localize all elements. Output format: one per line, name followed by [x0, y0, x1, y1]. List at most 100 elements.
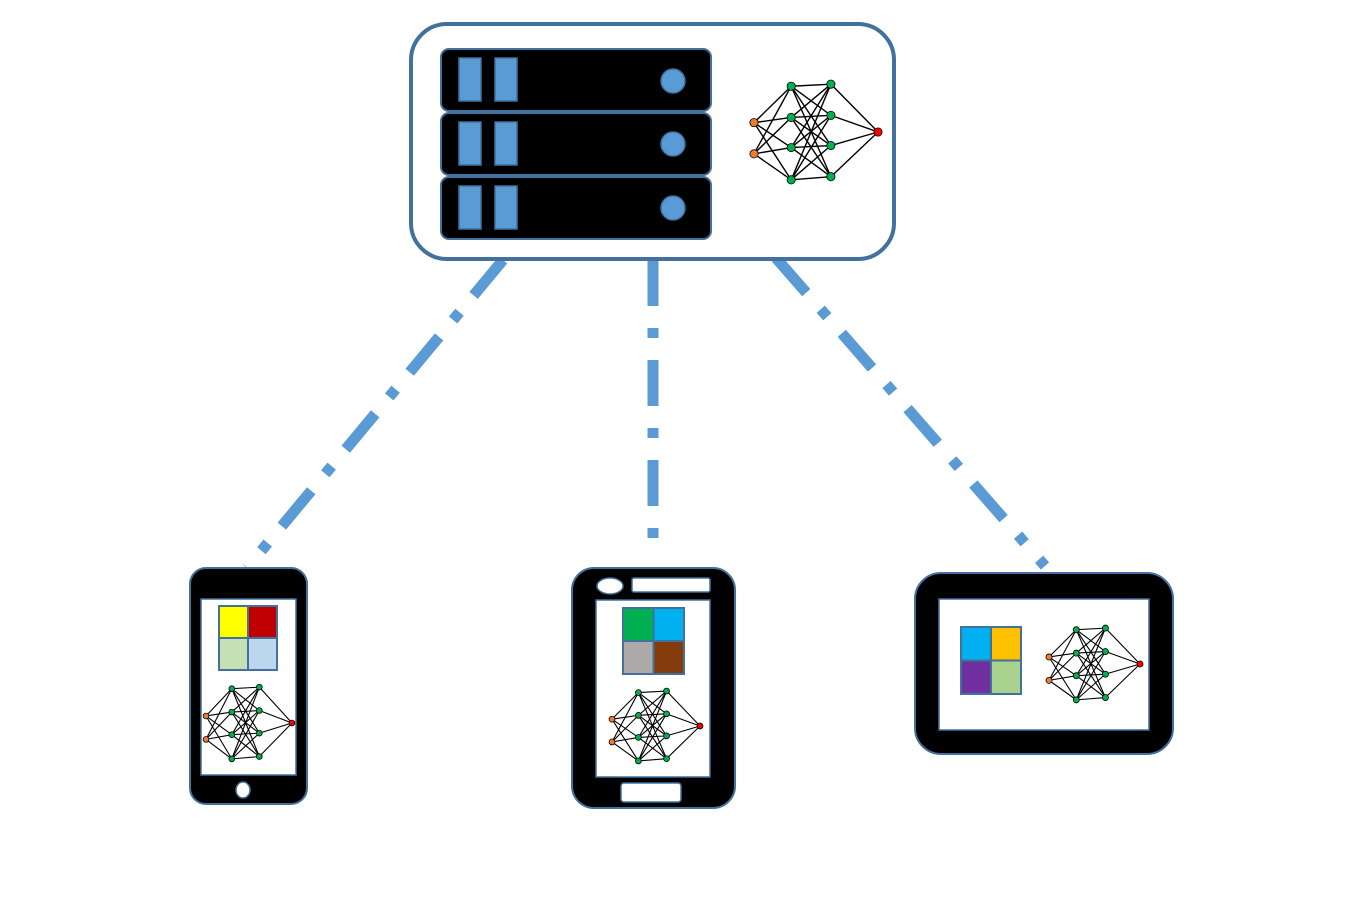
nn-hidden-node	[228, 755, 236, 763]
nn-edge	[611, 692, 639, 743]
nn-hidden-node	[228, 685, 236, 692]
nn-edge	[1105, 651, 1141, 665]
nn-edge	[666, 713, 701, 727]
nn-input-node	[608, 738, 616, 746]
nn-edge	[205, 711, 233, 740]
nn-hidden-node	[1072, 649, 1080, 657]
nn-edge	[1075, 651, 1106, 701]
nn-hidden-node	[635, 734, 642, 741]
nn-edge	[1076, 627, 1106, 631]
nn-hidden-node	[228, 731, 236, 738]
nn-edge	[753, 85, 792, 124]
nn-edge	[790, 114, 832, 181]
nn-input-node	[1045, 676, 1053, 684]
neural-network-icon	[202, 683, 296, 763]
nn-edge	[791, 176, 831, 181]
nn-input-node	[202, 736, 210, 743]
nn-hidden-node	[786, 112, 796, 122]
nn-edge	[231, 755, 260, 760]
nn-hidden-node	[786, 175, 796, 185]
nn-edge	[259, 710, 293, 724]
nn-hidden-node	[228, 708, 236, 716]
nn-hidden-node	[256, 707, 263, 714]
nn-hidden-node	[826, 79, 836, 89]
nn-hidden-node	[1072, 696, 1080, 704]
nn-hidden-node	[1072, 672, 1080, 680]
nn-edge	[790, 83, 832, 181]
nn-edge	[258, 686, 293, 724]
nn-hidden-node	[826, 110, 836, 120]
camera-dot	[596, 577, 624, 595]
nn-edge	[205, 688, 233, 717]
nn-edge	[666, 690, 701, 727]
nn-edge	[611, 692, 639, 720]
nn-edge	[1048, 629, 1077, 681]
nn-edge	[638, 735, 667, 762]
nn-edge	[830, 114, 879, 133]
app-tile	[622, 640, 655, 675]
nn-edge	[637, 713, 668, 762]
nn-edge	[258, 722, 293, 757]
nn-edge	[611, 714, 639, 743]
nn-edge	[638, 690, 667, 716]
server-unit	[440, 48, 712, 112]
nn-edge	[790, 144, 832, 181]
nn-edge	[259, 722, 293, 734]
speaker-slot	[631, 577, 711, 593]
phablet	[571, 567, 736, 809]
nn-output-node	[288, 719, 296, 727]
nn-edge	[638, 690, 667, 694]
app-tile	[218, 605, 249, 639]
nn-output-node	[873, 127, 883, 137]
nn-hidden-node	[663, 732, 670, 740]
nn-output-node	[1136, 660, 1144, 668]
tablet	[914, 572, 1174, 755]
nn-output-node	[696, 722, 704, 730]
nn-edge	[1075, 627, 1106, 654]
nn-edge	[231, 732, 260, 760]
app-tile	[247, 605, 278, 639]
nn-hidden-node	[635, 757, 642, 765]
nn-edge	[791, 83, 831, 87]
nn-edge	[205, 738, 233, 760]
nn-hidden-node	[663, 755, 670, 763]
nn-input-node	[749, 118, 759, 128]
nn-input-node	[1045, 653, 1053, 661]
app-grid	[622, 607, 685, 675]
app-tile	[218, 637, 249, 671]
nn-hidden-node	[663, 687, 670, 695]
nn-edge	[638, 758, 667, 762]
nn-hidden-node	[635, 689, 642, 696]
nn-hidden-node	[1072, 626, 1080, 634]
link-server-tablet	[771, 254, 1050, 570]
app-tile	[960, 659, 992, 695]
nn-edge	[1105, 663, 1141, 675]
nn-input-node	[202, 712, 210, 720]
nn-edge	[231, 686, 260, 760]
nn-hidden-node	[826, 172, 836, 182]
nn-hidden-node	[1101, 624, 1109, 632]
nn-edge	[231, 686, 260, 690]
app-grid	[218, 605, 278, 671]
nn-hidden-node	[1101, 670, 1109, 678]
nn-edge	[830, 131, 879, 147]
nn-edge	[790, 83, 832, 118]
nn-hidden-node	[826, 140, 836, 151]
links	[242, 254, 1050, 572]
nn-edge	[753, 153, 792, 181]
server-unit	[440, 112, 712, 176]
nn-edge	[830, 83, 879, 133]
nn-edge	[753, 146, 792, 155]
home-button	[620, 782, 682, 803]
nn-input-node	[749, 149, 759, 159]
nn-edge	[1105, 663, 1141, 698]
nn-edge	[1048, 629, 1077, 658]
app-tile	[652, 607, 685, 642]
nn-edge	[611, 741, 639, 762]
nn-hidden-node	[663, 710, 670, 718]
nn-hidden-node	[256, 729, 263, 737]
nn-edge	[1075, 627, 1106, 676]
nn-hidden-node	[635, 712, 642, 719]
nn-edge	[1075, 627, 1106, 701]
server-rack-icon	[440, 48, 712, 240]
